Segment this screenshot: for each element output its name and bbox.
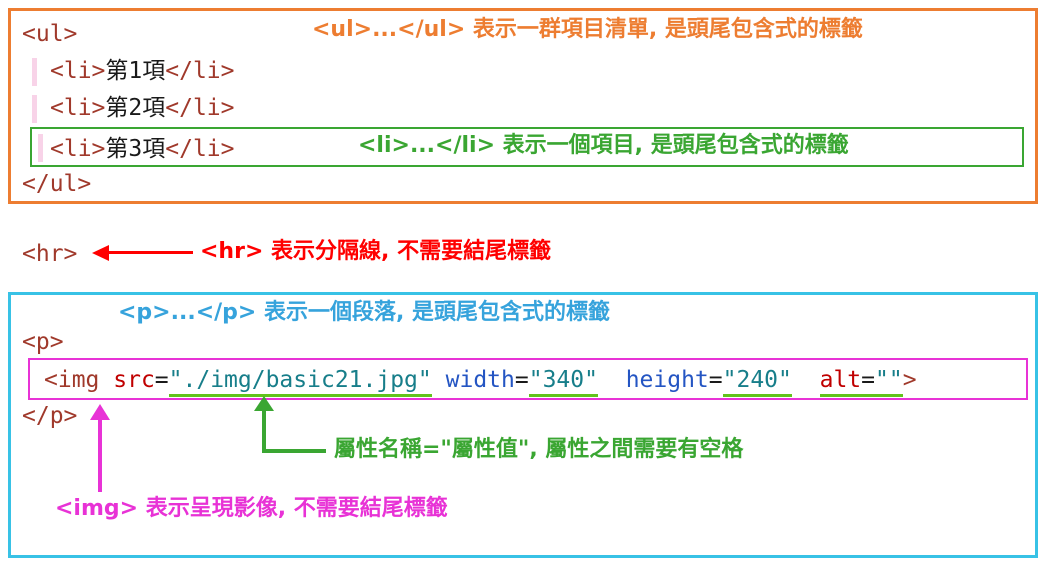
code-line-li-2: <li>第2項</li> [50, 94, 235, 123]
change-bar [32, 95, 37, 123]
img-arrow-head-icon [90, 404, 110, 420]
img-width-value: "340" [528, 367, 598, 397]
img-attr-height: height [625, 367, 709, 393]
li-annotation-text: 表示一個項目, 是頭尾包含式的標籤 [495, 133, 849, 158]
space [792, 367, 820, 393]
ul-example-box [8, 8, 1038, 204]
img-arrow-vertical-line [98, 418, 102, 492]
img-attr-alt: alt [819, 367, 862, 393]
ul-close-tag: </ul> [22, 171, 92, 197]
img-attr-width: width [445, 367, 515, 393]
code-line-p-close: </p> [22, 402, 77, 431]
hr-annotation: <hr> 表示分隔線, 不需要結尾標籤 [200, 239, 551, 265]
li-annotation-tag: <li>...</li> [358, 133, 496, 158]
hr-annotation-tag: <hr> [200, 239, 264, 264]
img-src-value: "./img/basic21.jpg" [168, 367, 432, 397]
code-line-img: <img src="./img/basic21.jpg" width="340"… [44, 366, 917, 397]
hr-annotation-text: 表示分隔線, 不需要結尾標籤 [263, 239, 552, 264]
code-line-ul-open: <ul> [22, 20, 77, 49]
li-text: 第1項 [105, 58, 166, 84]
space [598, 367, 626, 393]
space [432, 367, 446, 393]
attr-arrow-vertical-line [262, 409, 266, 452]
img-highlight-box [28, 358, 1028, 400]
img-annotation-tag: <img> [55, 496, 139, 521]
hr-tag: <hr> [22, 241, 78, 267]
li-close-tag: </li> [165, 136, 235, 162]
img-annotation: <img> 表示呈現影像, 不需要結尾標籤 [55, 496, 448, 522]
change-bar [32, 58, 37, 86]
p-annotation-tag: <p>...</p> [118, 300, 257, 325]
change-bar [38, 134, 43, 162]
li-close-tag: </li> [165, 58, 235, 84]
attr-arrow-horizontal-line [262, 449, 326, 453]
li-close-tag: </li> [165, 95, 235, 121]
img-close-bracket: > [902, 367, 917, 393]
img-alt-group: alt="" [819, 367, 903, 397]
img-attr-src: src [113, 367, 155, 393]
attr-arrow-head-icon [254, 396, 274, 411]
p-annotation: <p>...</p> 表示一個段落, 是頭尾包含式的標籤 [118, 300, 610, 326]
equals-sign: = [154, 367, 169, 393]
equals-sign: = [514, 367, 529, 393]
ul-open-tag: <ul> [22, 21, 78, 47]
equals-sign: = [708, 367, 723, 393]
attribute-annotation: 屬性名稱="屬性值", 屬性之間需要有空格 [334, 437, 744, 462]
p-example-box [8, 292, 1038, 558]
li-open-tag: <li> [50, 58, 106, 84]
ul-annotation: <ul>...</ul> 表示一群項目清單, 是頭尾包含式的標籤 [312, 17, 863, 43]
img-height-value: "240" [722, 367, 792, 397]
equals-sign: = [861, 367, 875, 393]
code-line-hr: <hr> [22, 240, 77, 269]
p-open-tag: <p> [22, 329, 64, 355]
img-open-tag: <img [44, 367, 114, 393]
hr-arrow-head-icon [92, 245, 109, 261]
code-line-li-3: <li>第3項</li> [50, 135, 235, 164]
code-line-li-1: <li>第1項</li> [50, 57, 235, 86]
li-text: 第3項 [105, 136, 166, 162]
p-close-tag: </p> [22, 403, 78, 429]
li-highlight-box [30, 127, 1024, 167]
li-open-tag: <li> [50, 95, 106, 121]
img-annotation-text: 表示呈現影像, 不需要結尾標籤 [138, 496, 448, 521]
code-line-ul-close: </ul> [22, 170, 91, 199]
li-annotation: <li>...</li> 表示一個項目, 是頭尾包含式的標籤 [358, 133, 849, 159]
li-open-tag: <li> [50, 136, 106, 162]
p-annotation-text: 表示一個段落, 是頭尾包含式的標籤 [256, 300, 611, 325]
li-text: 第2項 [105, 95, 166, 121]
hr-arrow-line [107, 251, 193, 254]
ul-annotation-tag: <ul>...</ul> [312, 17, 466, 42]
ul-annotation-text: 表示一群項目清單, 是頭尾包含式的標籤 [465, 17, 863, 42]
code-line-p-open: <p> [22, 328, 64, 357]
img-alt-value: "" [875, 367, 903, 393]
